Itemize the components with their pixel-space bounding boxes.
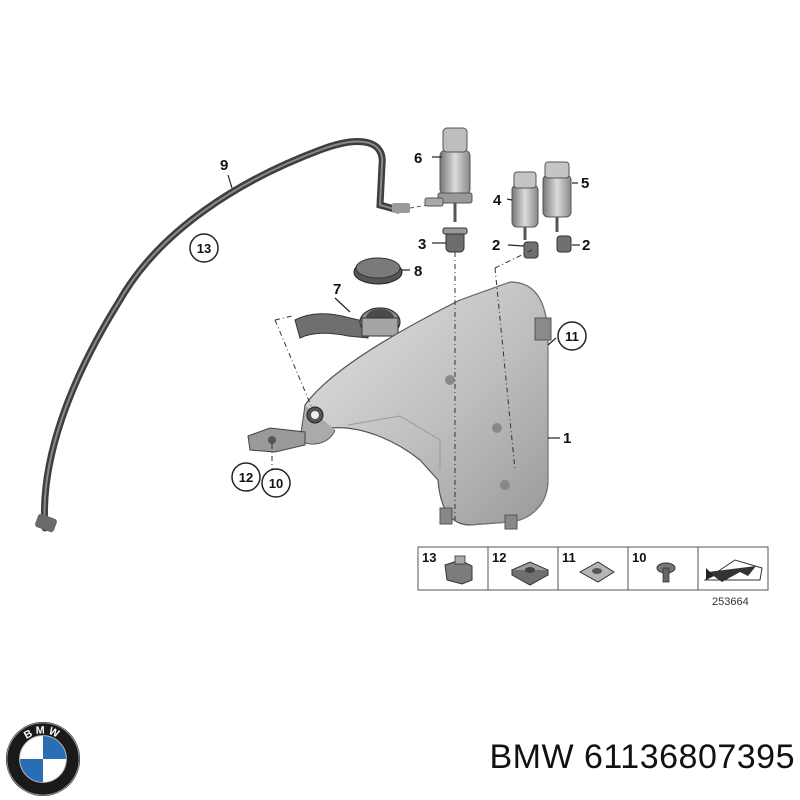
legend-item-13: 13 bbox=[422, 550, 436, 565]
grommet-part-3 bbox=[442, 227, 468, 253]
callout-12-circle: 12 bbox=[231, 462, 261, 492]
callout-1: 1 bbox=[563, 430, 571, 447]
assembly-lines bbox=[271, 249, 533, 520]
legend-nut-12-icon bbox=[510, 561, 550, 586]
callout-7: 7 bbox=[333, 281, 341, 298]
filler-cap-part-8 bbox=[353, 257, 403, 285]
callout-13-circle: 13 bbox=[189, 233, 219, 263]
washer-pump-part-6 bbox=[424, 127, 473, 222]
svg-text:12: 12 bbox=[239, 470, 253, 485]
washer-pump-part-4 bbox=[511, 171, 539, 240]
legend-table: 13 12 11 10 bbox=[417, 546, 769, 591]
bmw-logo-letters: BMW bbox=[22, 724, 61, 741]
callout-5: 5 bbox=[581, 175, 589, 192]
legend-clip-13-icon bbox=[444, 555, 473, 585]
filler-neck-part-7 bbox=[294, 307, 401, 339]
bmw-logo-icon: BMW bbox=[5, 721, 81, 797]
diagram-number: 253664 bbox=[712, 596, 749, 608]
grommet-part-2-right bbox=[556, 235, 572, 253]
part-number: 61136807395 bbox=[584, 738, 795, 776]
callout-8: 8 bbox=[414, 263, 422, 280]
callout-4: 4 bbox=[493, 192, 502, 209]
legend-direction-arrow-icon bbox=[703, 559, 763, 582]
brand-name: BMW bbox=[489, 738, 575, 776]
brand-part-number: BMW 61136807395 bbox=[410, 738, 795, 777]
svg-text:BMW: BMW bbox=[22, 724, 64, 741]
legend-item-10: 10 bbox=[632, 550, 646, 565]
washer-pump-part-5 bbox=[542, 161, 572, 232]
svg-text:10: 10 bbox=[269, 476, 283, 491]
callout-2a: 2 bbox=[492, 237, 500, 254]
leader-lines bbox=[227, 156, 580, 439]
callout-2b: 2 bbox=[582, 237, 590, 254]
callout-6: 6 bbox=[414, 150, 422, 167]
svg-text:13: 13 bbox=[197, 241, 211, 256]
callout-9: 9 bbox=[220, 157, 228, 174]
callout-11-circle: 11 bbox=[557, 321, 587, 351]
legend-item-12: 12 bbox=[492, 550, 506, 565]
callout-3: 3 bbox=[418, 236, 426, 253]
washer-tank-part-1 bbox=[299, 281, 552, 530]
bracket-part-12 bbox=[247, 427, 306, 453]
legend-nut-11-icon bbox=[578, 561, 615, 583]
legend-screw-10-icon bbox=[656, 562, 676, 583]
legend-item-11: 11 bbox=[562, 550, 576, 565]
svg-text:11: 11 bbox=[565, 329, 579, 344]
callout-10-circle: 10 bbox=[261, 468, 291, 498]
